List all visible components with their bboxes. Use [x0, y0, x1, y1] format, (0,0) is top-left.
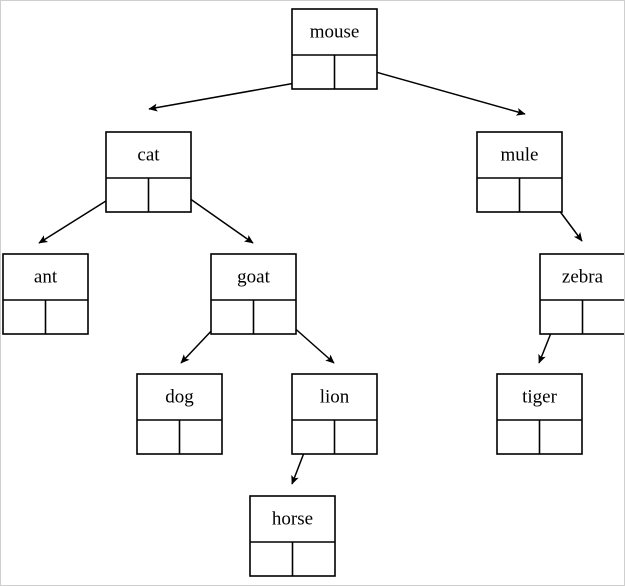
node-left-pointer-cell[interactable] [250, 542, 293, 576]
node-label: tiger [522, 386, 557, 407]
node-left-pointer-cell[interactable] [137, 420, 180, 454]
edge-mouse-right-mule [364, 68, 526, 116]
node-left-pointer-cell[interactable] [292, 55, 335, 89]
node-label: mouse [310, 21, 360, 42]
edge-mouse-left-cat [148, 78, 319, 112]
node-left-pointer-cell[interactable] [540, 300, 583, 334]
node-lion[interactable]: lion [291, 373, 378, 455]
node-left-pointer-cell[interactable] [292, 420, 335, 454]
node-right-pointer-cell[interactable] [335, 55, 378, 89]
node-left-pointer-cell[interactable] [211, 300, 254, 334]
node-label: zebra [562, 266, 604, 287]
node-zebra[interactable]: zebra [539, 253, 625, 335]
node-horse[interactable]: horse [249, 495, 336, 577]
node-right-pointer-cell[interactable] [149, 178, 192, 212]
node-right-pointer-cell[interactable] [180, 420, 223, 454]
node-label: dog [165, 386, 194, 407]
node-right-pointer-cell[interactable] [540, 420, 583, 454]
node-right-pointer-cell[interactable] [583, 300, 625, 334]
node-right-pointer-cell[interactable] [335, 420, 378, 454]
node-left-pointer-cell[interactable] [497, 420, 540, 454]
node-right-pointer-cell[interactable] [46, 300, 89, 334]
nodes-layer: mouse cat mule ant goat zebra dog lion tiger hors… [2, 8, 625, 577]
node-left-pointer-cell[interactable] [3, 300, 46, 334]
node-mouse[interactable]: mouse [291, 8, 378, 90]
node-label: goat [237, 266, 270, 287]
node-ant[interactable]: ant [2, 253, 89, 335]
node-tiger[interactable]: tiger [496, 373, 583, 455]
node-right-pointer-cell[interactable] [254, 300, 297, 334]
node-right-pointer-cell[interactable] [520, 178, 563, 212]
node-label: lion [320, 386, 350, 407]
node-dog[interactable]: dog [136, 373, 223, 455]
node-left-pointer-cell[interactable] [477, 178, 520, 212]
node-label: cat [137, 144, 160, 165]
node-outer-box [249, 495, 336, 577]
node-left-pointer-cell[interactable] [106, 178, 149, 212]
node-cat[interactable]: cat [105, 131, 192, 213]
node-label: horse [272, 508, 313, 529]
node-goat[interactable]: goat [210, 253, 297, 335]
node-label: mule [501, 144, 539, 165]
node-mule[interactable]: mule [476, 131, 563, 213]
node-label: ant [34, 266, 58, 287]
node-right-pointer-cell[interactable] [293, 542, 336, 576]
